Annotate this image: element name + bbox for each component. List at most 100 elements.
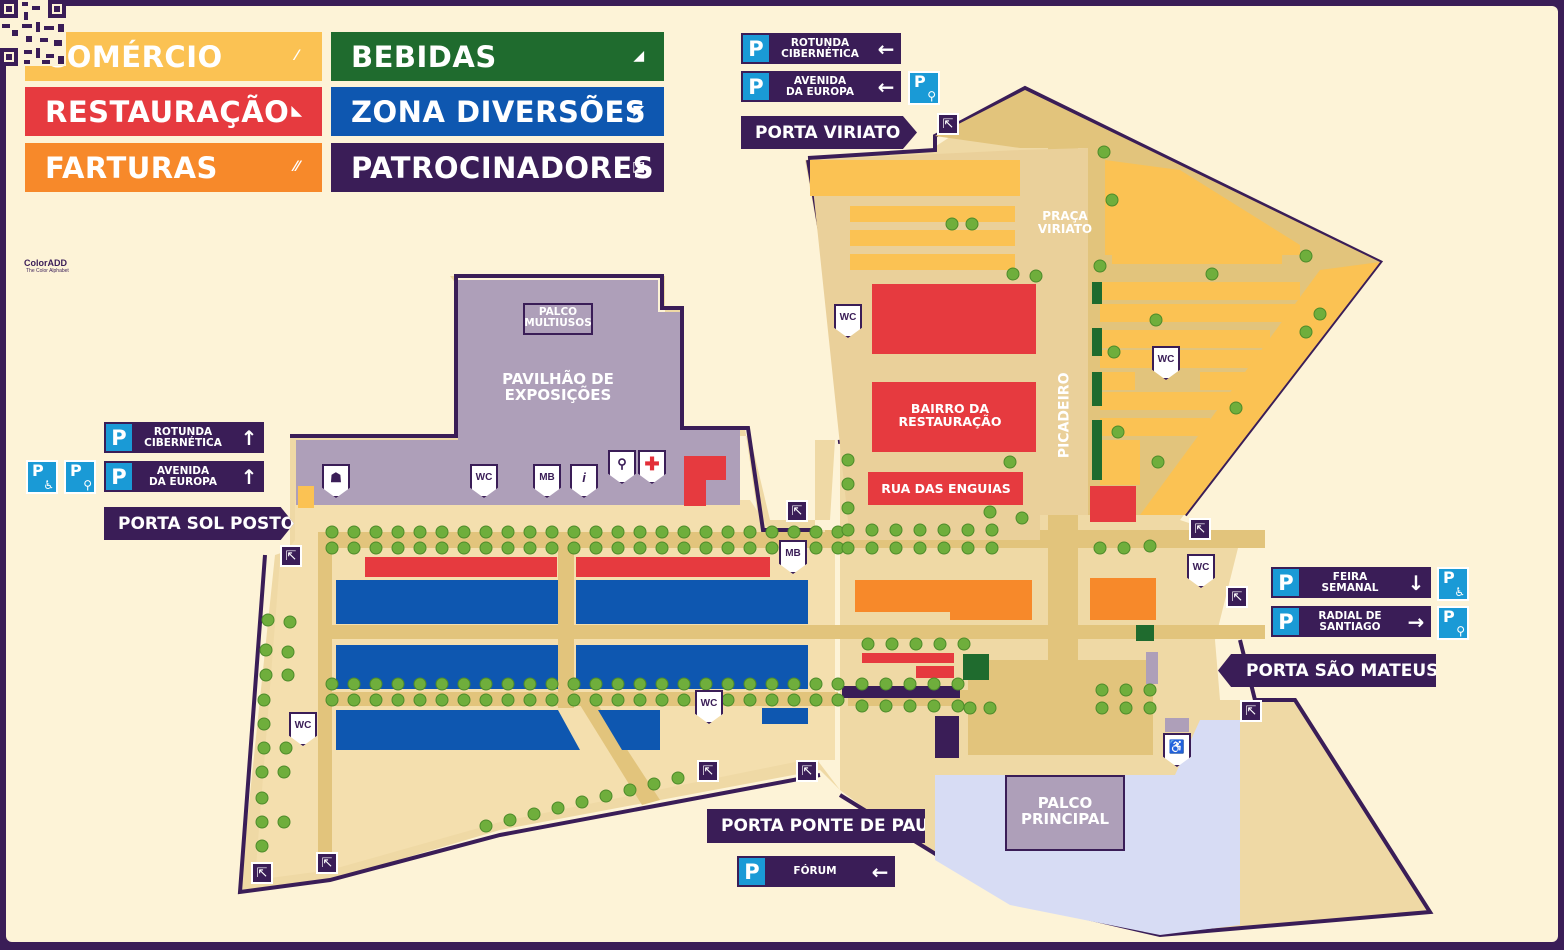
parking-sign-rotunda-left[interactable]: P ROTUNDA CIBERNÉTICA ↑ [104,422,264,453]
tree [903,699,917,713]
tree [633,541,647,555]
tree [677,693,691,707]
tree [765,677,779,691]
tree [1229,401,1243,415]
tree [809,693,823,707]
wheelchair-icon: ♿ [43,478,54,492]
tree [325,693,339,707]
legend-zona-diversoes-label: ZONA DIVERSÕES [351,94,647,129]
tree [841,501,855,515]
legend-patrocinadores-label: PATROCINADORES [351,150,655,185]
legend-bebidas-label: BEBIDAS [351,39,497,74]
exit-icon[interactable]: ⇱ [697,760,719,782]
parking-icon: P [739,858,765,885]
tree [1313,307,1327,321]
colorADD-code-icon: ◤ [633,103,645,119]
exit-icon[interactable]: ⇱ [1189,518,1211,540]
pavilion-building [296,280,740,505]
tree [279,741,293,755]
tree [257,741,271,755]
tree [369,525,383,539]
gate-porta-ponte-de-pau[interactable]: PORTA PONTE DE PAU [707,809,925,843]
parking-sign-avenida-top[interactable]: P AVENIDA DA EUROPA ← [741,71,901,102]
tree [677,541,691,555]
tree [611,693,625,707]
tree [259,668,273,682]
parking-icon: P [106,463,132,490]
qr-code-icon[interactable] [0,0,66,66]
tree [721,693,735,707]
parking-label: FÓRUM [793,865,837,877]
tree [1111,425,1125,439]
accessible-parking-icon[interactable]: P♿ [1437,567,1469,601]
exit-icon[interactable]: ⇱ [786,500,808,522]
tree [589,677,603,691]
tree [623,783,637,797]
parking-sign-avenida-left[interactable]: P AVENIDA DA EUROPA ↑ [104,461,264,492]
tree [933,637,947,651]
exit-icon[interactable]: ⇱ [937,113,959,135]
tree [503,813,517,827]
tree [501,541,515,555]
bike-parking-icon[interactable]: P⚲ [64,460,96,494]
gate-porta-sao-mateus[interactable]: PORTA SÃO MATEUS [1218,654,1436,687]
exit-icon[interactable]: ⇱ [1226,586,1248,608]
parking-sign-radial[interactable]: P RADIAL DE SANTIAGO → [1271,606,1431,637]
tree [347,525,361,539]
parking-letter: P [70,461,82,480]
tree [787,525,801,539]
tree [523,525,537,539]
tree [809,525,823,539]
parking-sign-feira[interactable]: P FEIRA SEMANAL ↓ [1271,567,1431,598]
tree [457,525,471,539]
colorADD-code-icon: ⁄⁄ [294,159,300,175]
bike-parking-icon[interactable]: P⚲ [908,71,940,105]
label-picadeiro: PICADEIRO [1056,372,1073,459]
tree [479,819,493,833]
tree [1107,345,1121,359]
parking-letter: P [914,72,926,91]
farturas-stands [855,578,1156,620]
tree [865,541,879,555]
restaurant-stands [365,284,1136,678]
arrow-up-icon: ↑ [240,464,258,489]
tree [545,541,559,555]
tree [809,541,823,555]
gate-porta-viriato[interactable]: PORTA VIRIATO [741,116,917,149]
tree [589,541,603,555]
tree [1029,269,1043,283]
tree [1015,511,1029,525]
bike-parking-icon[interactable]: P⚲ [1437,606,1469,640]
tree [787,693,801,707]
exit-icon[interactable]: ⇱ [796,760,818,782]
gate-porta-sol-posto[interactable]: PORTA SOL POSTO [104,507,294,540]
tree [965,217,979,231]
colorADD-code-icon: ⁄ [295,48,299,64]
exit-icon[interactable]: ⇱ [1240,700,1262,722]
tree [281,645,295,659]
wc-icon[interactable]: WC [470,464,498,498]
exit-icon[interactable]: ⇱ [280,545,302,567]
label-bairro-restauracao: BAIRRO DA RESTAURAÇÃO [898,401,1002,430]
palco-multiusos-box [523,303,593,335]
tree [255,791,269,805]
exit-icon[interactable]: ⇱ [251,862,273,884]
tree [611,677,625,691]
tree [855,677,869,691]
parking-sign-rotunda-top[interactable]: P ROTUNDA CIBERNÉTICA ← [741,33,901,64]
tree [633,693,647,707]
tree [259,643,273,657]
tree [523,541,537,555]
exit-icon[interactable]: ⇱ [316,852,338,874]
parking-sign-forum[interactable]: P FÓRUM ← [737,856,895,887]
tree [1151,455,1165,469]
tree [501,525,515,539]
tree [567,677,581,691]
tree [699,525,713,539]
tree [913,541,927,555]
tree [589,525,603,539]
accessible-parking-icon[interactable]: P♿ [26,460,58,494]
tree [831,677,845,691]
bike-icon: ⚲ [927,89,936,103]
